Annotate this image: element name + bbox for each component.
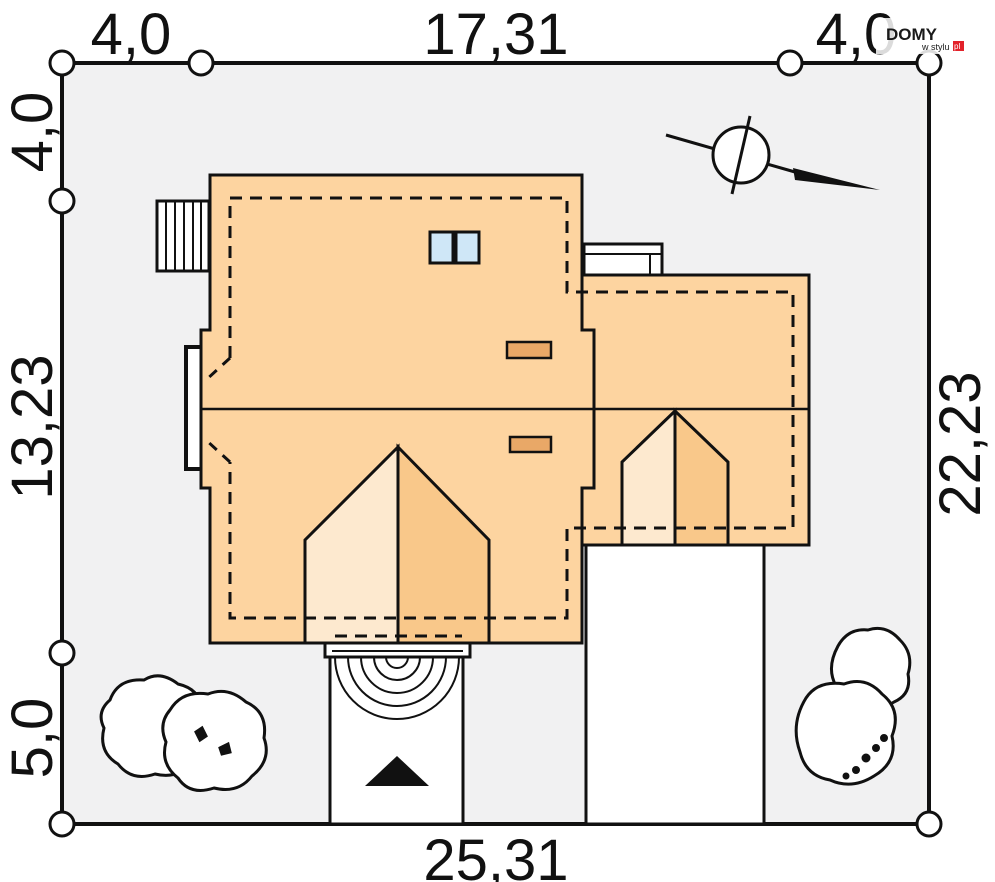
chimney bbox=[508, 435, 553, 454]
dimension-top-left: 4,0 bbox=[91, 2, 172, 67]
terrace-stairs bbox=[155, 199, 211, 273]
dimension-left-top: 4,0 bbox=[0, 92, 65, 173]
dimension-bottom: 25,31 bbox=[423, 828, 568, 882]
driveway bbox=[584, 543, 766, 826]
entrance-arrow-icon bbox=[365, 756, 429, 786]
dimension-left-bottom: 5,0 bbox=[0, 698, 65, 779]
dimension-nodes bbox=[48, 49, 943, 838]
tree-icon bbox=[99, 674, 268, 792]
dimension-top-middle: 17,31 bbox=[423, 2, 568, 67]
logo: DOMY w stylu pl bbox=[876, 18, 966, 54]
dimension-left-middle: 13,23 bbox=[0, 354, 65, 499]
entrance-steps bbox=[323, 641, 472, 720]
logo-sub: w stylu bbox=[921, 42, 950, 52]
tree-icon bbox=[794, 626, 912, 786]
logo-suffix: pl bbox=[954, 42, 960, 51]
logo-main: DOMY bbox=[886, 25, 938, 44]
dimension-right: 22,23 bbox=[928, 371, 993, 516]
garage-gable-right bbox=[673, 407, 730, 547]
logo-badge bbox=[953, 41, 964, 51]
front-gable-right bbox=[396, 443, 491, 645]
chimney bbox=[505, 340, 553, 360]
skylight bbox=[428, 230, 455, 265]
north-arrow-icon bbox=[665, 115, 880, 195]
entrance-path bbox=[328, 653, 465, 826]
skylight bbox=[454, 230, 481, 265]
wall-outline-main bbox=[228, 196, 795, 620]
